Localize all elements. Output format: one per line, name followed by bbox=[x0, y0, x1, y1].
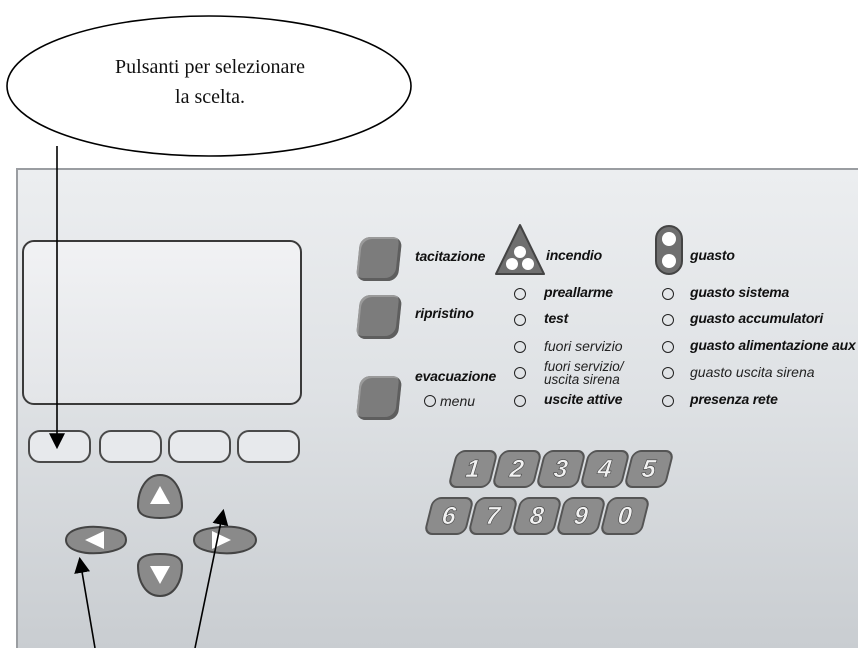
guasto-accumulatori-led bbox=[662, 314, 674, 326]
guasto-alimentazione-led bbox=[662, 341, 674, 353]
navigation-pad bbox=[64, 473, 258, 598]
guasto-label: guasto bbox=[690, 247, 735, 263]
arrow-to-right-nav bbox=[194, 508, 229, 648]
uscite-attive-label: uscite attive bbox=[544, 391, 623, 407]
tacitazione-label: tacitazione bbox=[415, 248, 486, 264]
fuori-servizio-uscita-led bbox=[514, 367, 526, 379]
presenza-rete-led bbox=[662, 395, 674, 407]
soft-key-3[interactable] bbox=[168, 430, 231, 463]
fault-indicator-icon bbox=[655, 225, 683, 275]
guasto-alimentazione-label: guasto alimentazione aux bbox=[690, 337, 856, 353]
fire-alarm-triangle-icon bbox=[495, 224, 545, 275]
callout-line-2: la scelta. bbox=[175, 86, 245, 108]
fuori-servizio-led bbox=[514, 341, 526, 353]
soft-key-2[interactable] bbox=[99, 430, 162, 463]
guasto-accumulatori-label: guasto accumulatori bbox=[690, 310, 824, 326]
preallarme-led bbox=[514, 288, 526, 300]
arrow-to-left-nav bbox=[74, 556, 96, 648]
fuori-servizio-label: fuori servizio bbox=[544, 338, 623, 354]
soft-key-4[interactable] bbox=[237, 430, 300, 463]
test-led bbox=[514, 314, 526, 326]
incendio-label: incendio bbox=[546, 247, 602, 263]
preallarme-label: preallarme bbox=[544, 284, 613, 300]
fuori-servizio-uscita-line-2: uscita sirena bbox=[544, 372, 620, 387]
menu-led bbox=[424, 395, 436, 407]
fuori-servizio-uscita-line-1: fuori servizio/ bbox=[544, 359, 624, 374]
test-label: test bbox=[544, 310, 569, 326]
ripristino-label: ripristino bbox=[415, 305, 474, 321]
guasto-uscita-sirena-led bbox=[662, 367, 674, 379]
guasto-uscita-sirena-label: guasto uscita sirena bbox=[690, 364, 815, 380]
presenza-rete-label: presenza rete bbox=[690, 391, 778, 407]
guasto-sistema-label: guasto sistema bbox=[690, 284, 790, 300]
nav-up-button[interactable] bbox=[136, 473, 184, 520]
lcd-display bbox=[22, 240, 302, 405]
menu-label: menu bbox=[440, 393, 476, 409]
callout-line-1: Pulsanti per selezionare bbox=[115, 56, 305, 78]
uscite-attive-led bbox=[514, 395, 526, 407]
fuori-servizio-uscita-label: fuori servizio/ uscita sirena bbox=[544, 359, 624, 387]
callout-text: Pulsanti per selezionare la scelta. bbox=[60, 52, 360, 112]
evacuazione-label: evacuazione bbox=[415, 368, 497, 384]
nav-right-button[interactable] bbox=[192, 525, 258, 555]
guasto-sistema-led bbox=[662, 288, 674, 300]
nav-left-button[interactable] bbox=[64, 525, 128, 555]
nav-down-button[interactable] bbox=[136, 552, 184, 598]
